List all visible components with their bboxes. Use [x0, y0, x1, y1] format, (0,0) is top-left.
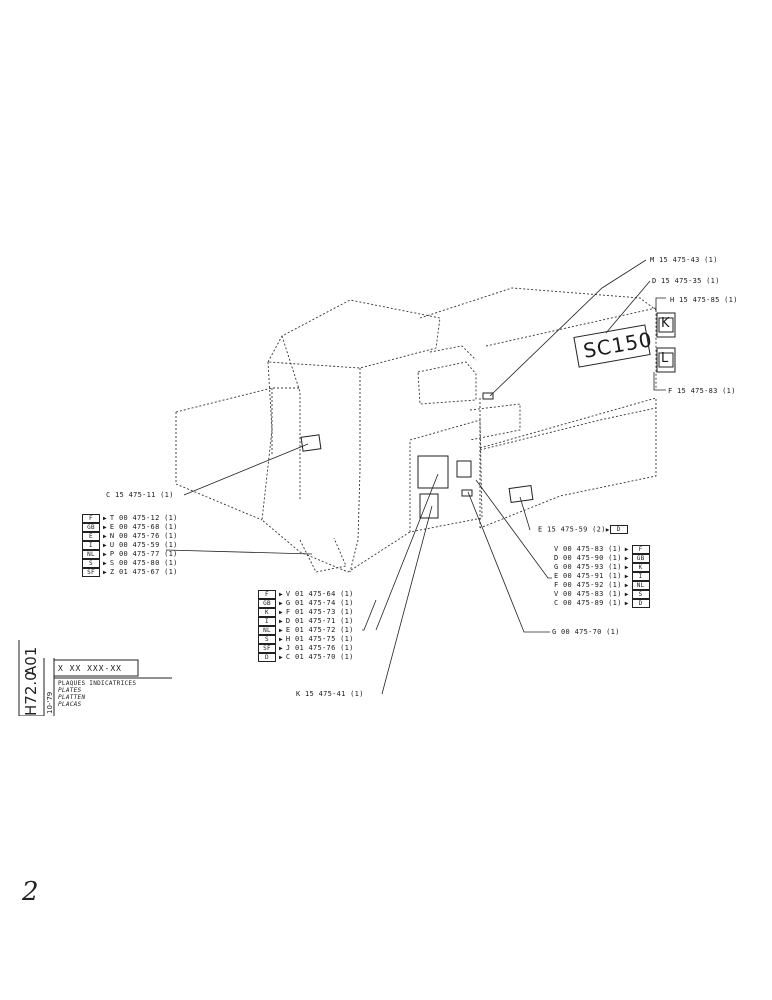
title-block: A01 H72.0 10-'79 X XX XXX-XX PLAQUES IND… — [18, 640, 172, 716]
title-block-frame — [18, 640, 172, 716]
callout-c: C 15 475-11 (1) — [106, 491, 174, 499]
lang-code: S — [631, 590, 650, 599]
lang-code: I — [82, 541, 100, 550]
lang-code: D — [631, 599, 650, 608]
section-code: H72.0 — [22, 671, 40, 716]
part-ref: E 00 475-68 (1) — [109, 523, 178, 531]
lang-code: D — [258, 653, 276, 662]
part-ref: H 01 475-75 (1) — [285, 635, 354, 643]
revision-date: 10-'79 — [46, 691, 54, 714]
legend-row: NL▶P 00 475-77 (1) — [82, 550, 178, 559]
legend-middle: F▶V 01 475-64 (1) GB▶G 01 475-74 (1) K▶F… — [258, 590, 354, 662]
part-ref: C 00 475-89 (1) — [554, 599, 622, 607]
lang-code: GB — [631, 554, 650, 563]
title-fr: PLAQUES INDICATRICES — [58, 680, 137, 687]
lang-code: I — [258, 617, 276, 626]
lang-code: S — [82, 559, 100, 568]
callout-f: F 15 475-83 (1) — [668, 387, 736, 395]
legend-row: E 00 475-91 (1)▶I — [554, 572, 650, 581]
lang-code: K — [258, 608, 276, 617]
title-de: PLATTEN — [58, 694, 86, 701]
callout-g: G 00 475-70 (1) — [552, 628, 620, 636]
legend-row: I▶D 01 475-71 (1) — [258, 617, 354, 626]
lang-code: SF — [258, 644, 276, 653]
part-ref: V 00 475-83 (1) — [554, 590, 622, 598]
letter-plate-k: K — [661, 316, 670, 331]
lang-code: GB — [258, 599, 276, 608]
part-ref: N 00 475-76 (1) — [109, 532, 178, 540]
page-number: 2 — [22, 877, 39, 907]
callout-h: H 15 475-85 (1) — [670, 296, 738, 304]
lang-code: F — [82, 514, 100, 523]
part-ref: E 00 475-91 (1) — [554, 572, 622, 580]
lang-code: F — [258, 590, 276, 599]
lang-code: NL — [82, 550, 100, 559]
part-ref: G 00 475-93 (1) — [554, 563, 622, 571]
part-ref: S 00 475-80 (1) — [109, 559, 178, 567]
part-ref: G 01 475-74 (1) — [285, 599, 354, 607]
lang-code: NL — [631, 581, 650, 590]
title-es: PLACAS — [58, 701, 82, 708]
lang-code: SF — [82, 568, 100, 577]
lang-code: F — [631, 545, 650, 554]
legend-row: G 00 475-93 (1)▶K — [554, 563, 650, 572]
callout-e-ref: E 15 475-59 (2) — [538, 525, 606, 534]
legend-row: SF▶Z 01 475-67 (1) — [82, 568, 178, 577]
legend-row: GB▶G 01 475-74 (1) — [258, 599, 354, 608]
lang-code: GB — [82, 523, 100, 532]
legend-row: F▶T 00 475-12 (1) — [82, 514, 178, 523]
part-ref: U 00 475-59 (1) — [109, 541, 178, 549]
lang-code: E — [82, 532, 100, 541]
callout-e: E 15 475-59 (2)▶D — [538, 525, 628, 535]
legend-left: F▶T 00 475-12 (1) GB▶E 00 475-68 (1) E▶N… — [82, 514, 178, 577]
legend-row: S▶H 01 475-75 (1) — [258, 635, 354, 644]
title-en: PLATES — [58, 687, 82, 694]
part-ref: D 00 475-90 (1) — [554, 554, 622, 562]
callout-e-code: D — [609, 525, 628, 534]
part-ref: E 01 475-72 (1) — [285, 626, 354, 634]
part-ref: J 01 475-76 (1) — [285, 644, 354, 652]
part-ref: T 00 475-12 (1) — [109, 514, 178, 522]
legend-row: F▶V 01 475-64 (1) — [258, 590, 354, 599]
legend-row: K▶F 01 475-73 (1) — [258, 608, 354, 617]
lang-code: NL — [258, 626, 276, 635]
lang-code: K — [631, 563, 650, 572]
legend-row: C 00 475-89 (1)▶D — [554, 599, 650, 608]
legend-row: V 00 475-83 (1)▶S — [554, 590, 650, 599]
callout-m: M 15 475-43 (1) — [650, 256, 718, 264]
legend-row: S▶S 00 475-80 (1) — [82, 559, 178, 568]
part-ref: V 01 475-64 (1) — [285, 590, 354, 598]
letter-plate-l: L — [661, 351, 669, 366]
legend-row: GB▶E 00 475-68 (1) — [82, 523, 178, 532]
lang-code: S — [258, 635, 276, 644]
part-ref: F 01 475-73 (1) — [285, 608, 354, 616]
legend-row: V 00 475-83 (1)▶F — [554, 545, 650, 554]
legend-row: I▶U 00 475-59 (1) — [82, 541, 178, 550]
part-ref: D 01 475-71 (1) — [285, 617, 354, 625]
legend-right: V 00 475-83 (1)▶F D 00 475-90 (1)▶GB G 0… — [554, 545, 650, 608]
part-ref: F 00 475-92 (1) — [554, 581, 622, 589]
callout-d: D 15 475-35 (1) — [652, 277, 720, 285]
legend-row: E▶N 00 475-76 (1) — [82, 532, 178, 541]
legend-row: SF▶J 01 475-76 (1) — [258, 644, 354, 653]
legend-row: NL▶E 01 475-72 (1) — [258, 626, 354, 635]
part-ref: V 00 475-83 (1) — [554, 545, 622, 553]
legend-row: D 00 475-90 (1)▶GB — [554, 554, 650, 563]
part-ref: Z 01 475-67 (1) — [109, 568, 178, 576]
part-number: X XX XXX-XX — [58, 664, 122, 673]
part-ref: P 00 475-77 (1) — [109, 550, 178, 558]
callout-k: K 15 475-41 (1) — [296, 690, 364, 698]
legend-row: F 00 475-92 (1)▶NL — [554, 581, 650, 590]
lang-code: I — [631, 572, 650, 581]
part-ref: C 01 475-70 (1) — [285, 653, 354, 661]
legend-row: D▶C 01 475-70 (1) — [258, 653, 354, 662]
